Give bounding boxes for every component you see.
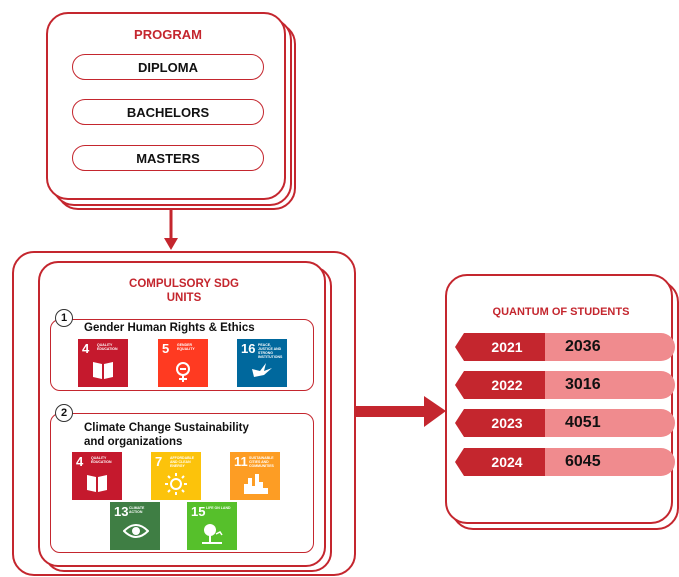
student-count: 4051 — [565, 414, 601, 431]
program-option-bachelors: BACHELORS — [72, 99, 264, 125]
year-tag — [455, 409, 545, 437]
sdg-number: 4 — [82, 341, 90, 356]
quantum-card: QUANTUM OF STUDENTS — [445, 274, 673, 524]
sdg-number: 7 — [155, 454, 163, 469]
sdg-tile-16-section-1: 16 PEACE, JUSTICE AND STRONG INSTITUTION… — [237, 339, 287, 387]
units-title-line1: COMPULSORY SDG — [129, 278, 239, 290]
sdg-number: 4 — [76, 454, 84, 469]
sdg-tile-5-section-1: 5 GENDER EQUALITY — [158, 339, 208, 387]
quantum-row-2024: 2024 6045 — [455, 448, 675, 476]
book-icon — [93, 362, 113, 379]
section-1-label: Gender Human Rights & Ethics — [84, 322, 255, 334]
sdg-number: 5 — [162, 341, 170, 356]
sdg-number: 11 — [234, 454, 248, 469]
program-option-masters: MASTERS — [72, 145, 264, 171]
student-count: 6045 — [565, 453, 601, 470]
quantum-row-2023: 2023 4051 — [455, 409, 675, 437]
year-tag — [455, 448, 545, 476]
year-label: 2022 — [491, 377, 523, 393]
section-2-label-line2: and organizations — [84, 436, 183, 448]
tree-icon — [202, 524, 223, 544]
sdg-label: AFFORDABLE AND CLEAN ENERGY — [170, 456, 195, 468]
year-tag — [455, 371, 545, 399]
sdg-label: SUSTAINABLE CITIES AND COMMUNITIES — [249, 456, 274, 468]
units-title-line2: UNITS — [166, 292, 202, 304]
sdg-number: 16 — [241, 341, 256, 356]
sdg-number: 13 — [114, 504, 129, 519]
sdg-label: QUALITY EDUCATION — [91, 456, 112, 464]
sdg-label: PEACE, JUSTICE AND STRONG INSTITUTIONS — [258, 343, 283, 359]
sdg-tile-13-section-2: 13 CLIMATE ACTION — [110, 502, 160, 550]
sdg-label: LIFE ON LAND — [206, 506, 231, 510]
section-2-label-line1: Climate Change Sustainability — [84, 422, 249, 434]
sdg-tile-4-section-2: 4 QUALITY EDUCATION — [72, 452, 122, 500]
student-count: 2036 — [565, 338, 601, 355]
sdg-tile-4-section-1: 4 QUALITY EDUCATION — [78, 339, 128, 387]
program-option-diploma: DIPLOMA — [72, 54, 264, 80]
year-label: 2023 — [491, 415, 523, 431]
units-title: COMPULSORY SDG UNITS — [40, 277, 328, 305]
city-icon — [244, 474, 268, 494]
sdg-tile-15-section-2: 15 LIFE ON LAND — [187, 502, 237, 550]
year-label: 2024 — [491, 454, 523, 470]
sdg-number: 15 — [191, 504, 206, 519]
dove-icon — [252, 363, 272, 377]
sdg-label: QUALITY EDUCATION — [97, 343, 118, 351]
section-1-number: 1 — [55, 309, 73, 327]
year-tag — [455, 333, 545, 361]
student-count: 3016 — [565, 376, 601, 393]
program-title: PROGRAM — [134, 27, 202, 42]
sdg-label: CLIMATE ACTION — [129, 506, 145, 514]
book-icon — [87, 475, 107, 492]
section-2-number: 2 — [55, 404, 73, 422]
gender-icon — [176, 362, 190, 382]
quantum-row-2021: 2021 2036 — [455, 333, 675, 361]
down-arrow — [164, 208, 178, 250]
eye-icon — [123, 524, 149, 538]
sdg-tile-11-section-2: 11 SUSTAINABLE CITIES AND COMMUNITIES — [230, 452, 280, 500]
sdg-tile-7-section-2: 7 AFFORDABLE AND CLEAN ENERGY — [151, 452, 201, 500]
quantum-row-2022: 2022 3016 — [455, 371, 675, 399]
section-2-label: Climate Change Sustainability and organi… — [84, 421, 249, 449]
quantum-title: QUANTUM OF STUDENTS — [492, 306, 630, 318]
sun-icon — [165, 473, 187, 495]
sdg-label: GENDER EQUALITY — [177, 343, 195, 351]
year-label: 2021 — [491, 339, 523, 355]
